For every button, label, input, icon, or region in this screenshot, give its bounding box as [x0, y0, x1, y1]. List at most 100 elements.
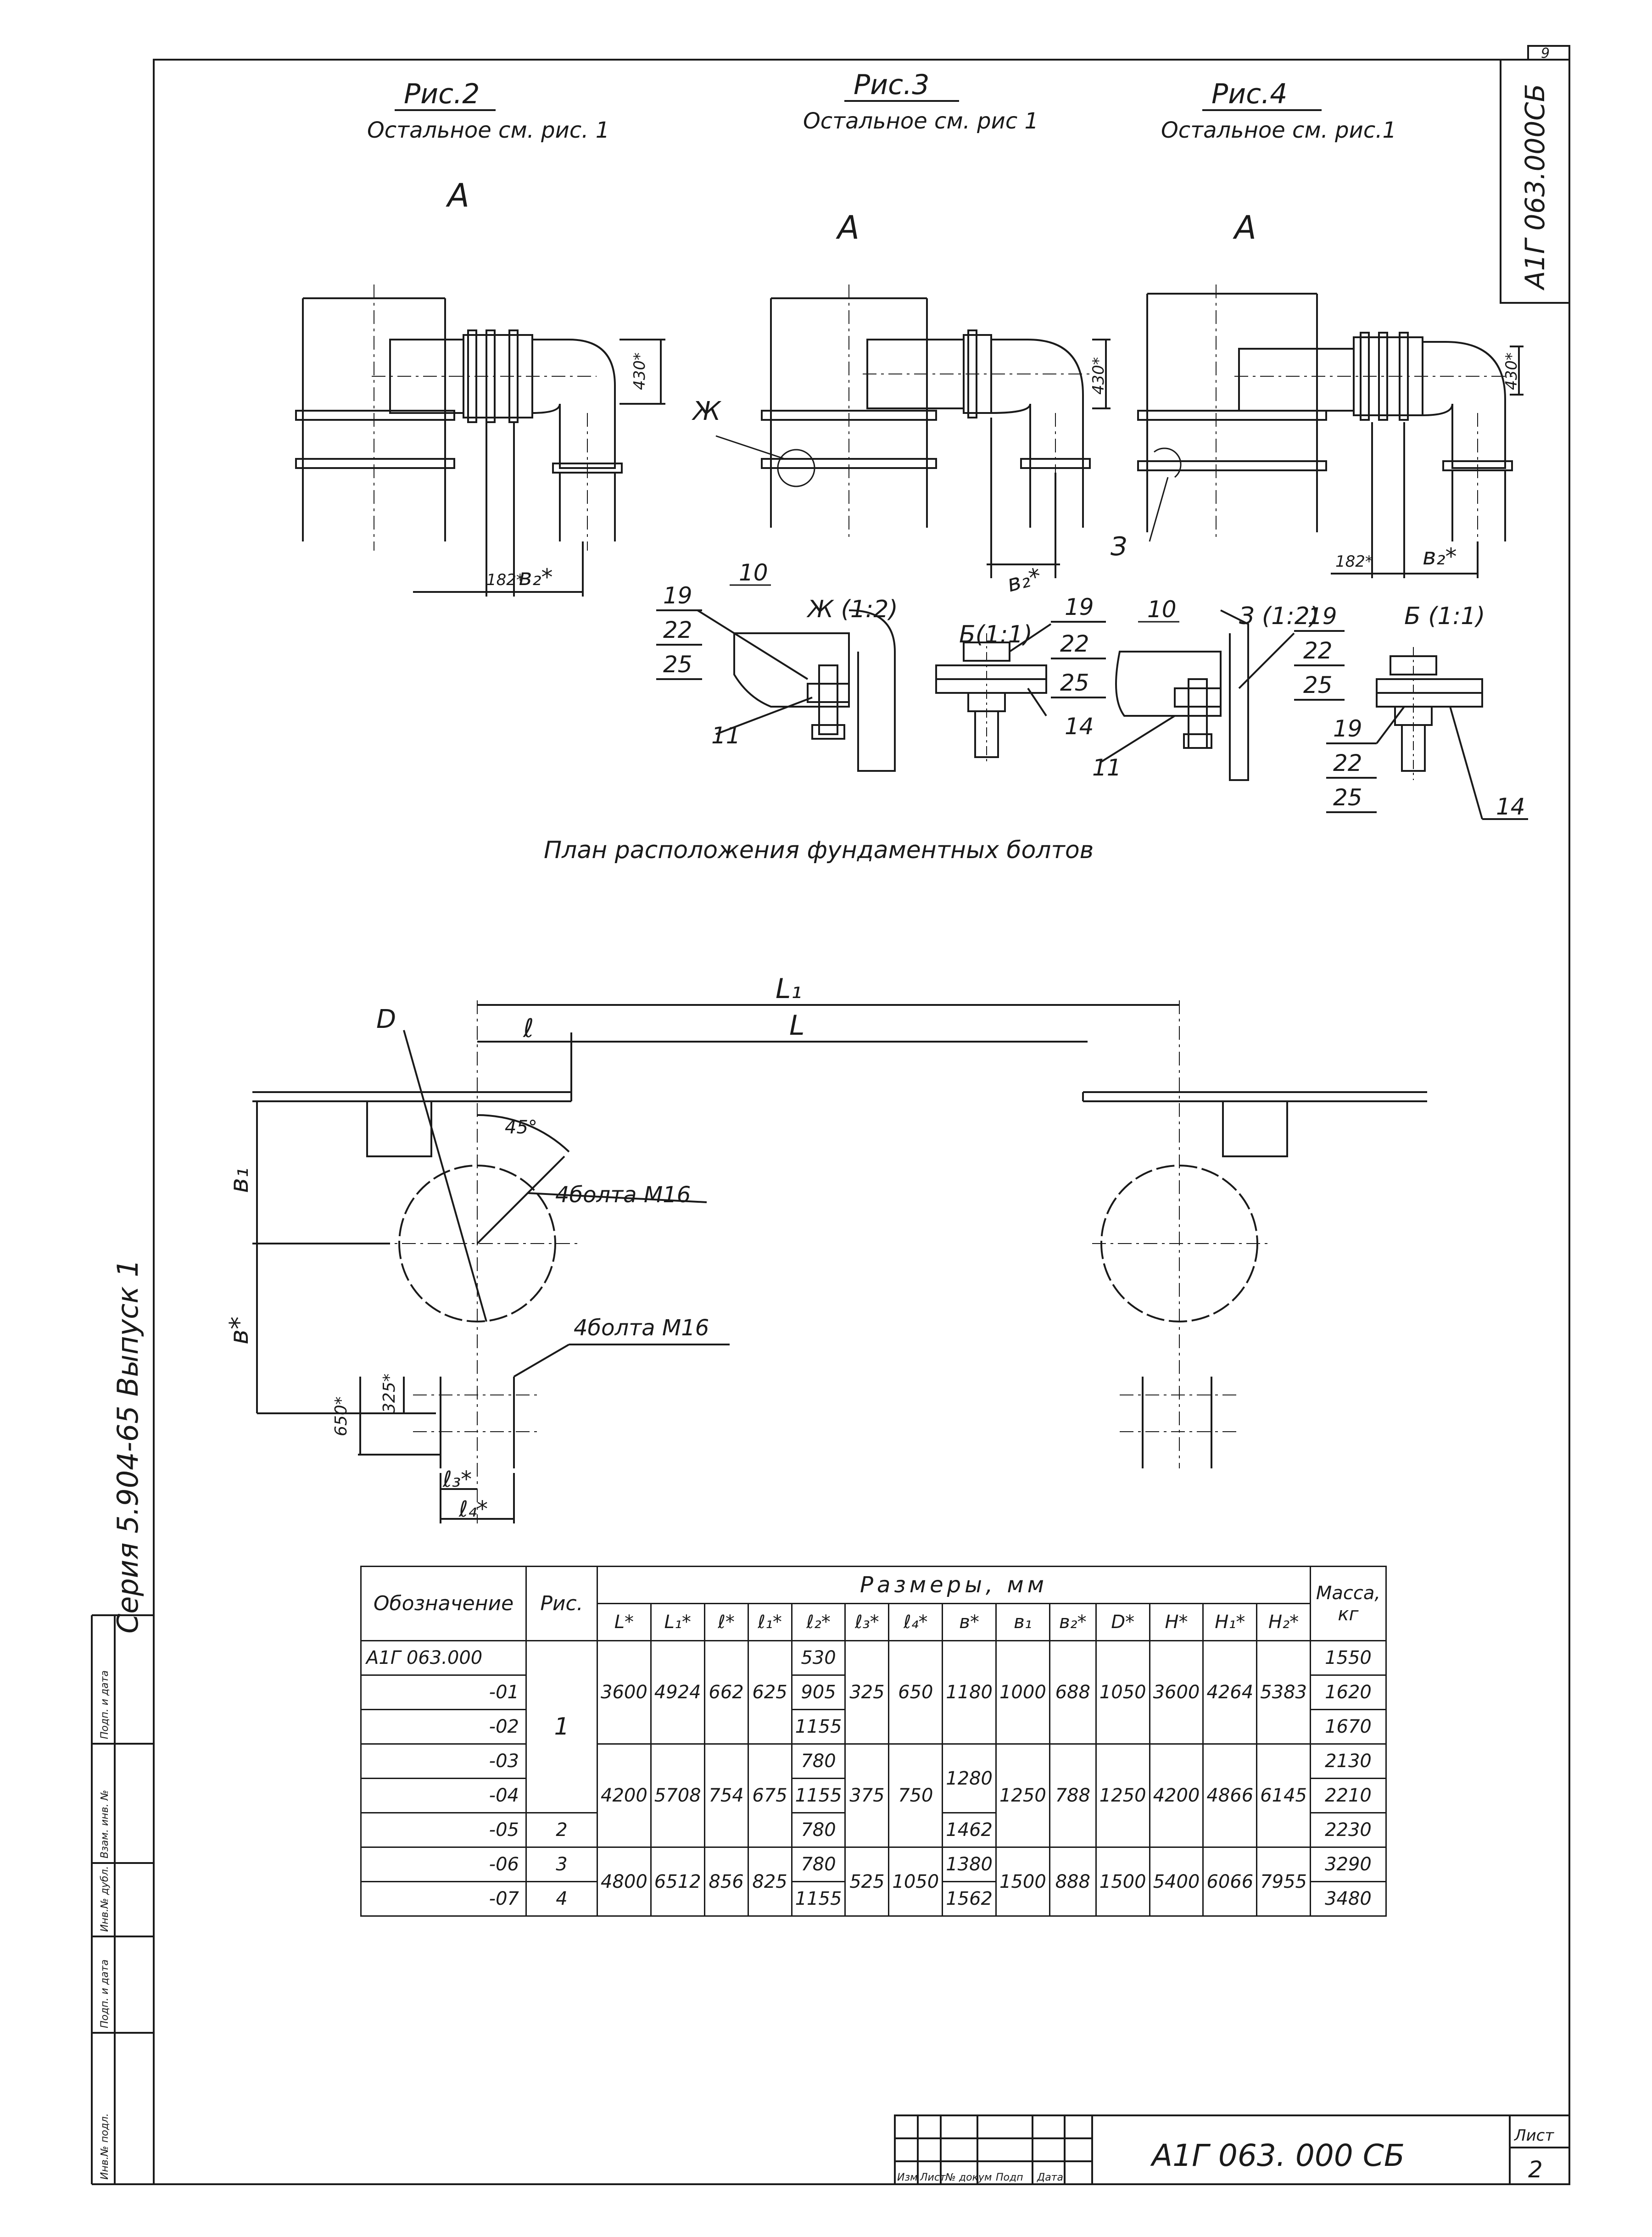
- doc-code-vertical: А1Г 063.000СБ: [1519, 84, 1551, 291]
- detail-z-title: З (1:2): [1239, 602, 1319, 630]
- cell-mass: 1670: [1309, 1709, 1387, 1745]
- plan-l4: ℓ₄*: [458, 1496, 488, 1522]
- cell-l2: 780: [791, 1847, 846, 1882]
- cell-H1: 4264: [1202, 1640, 1258, 1745]
- cell-l3: 325: [844, 1640, 890, 1745]
- table-row: А1Г 063.000 1 3600 4924 662 625 530 325 …: [360, 1640, 1387, 1813]
- plan-L: L: [789, 1010, 804, 1042]
- detail-b2-label-22: 22: [1333, 750, 1362, 776]
- plan-bolts-lower: 4болта М16: [574, 1315, 709, 1341]
- view-fig2-title: Рис.2: [404, 78, 480, 110]
- view-fig2-note: Остальное см. рис. 1: [367, 117, 609, 143]
- cell-mass: 1620: [1309, 1674, 1387, 1710]
- cell-l3: 375: [844, 1743, 890, 1848]
- cell-L: 4800: [597, 1847, 652, 1917]
- detail-z-label-22: 22: [1303, 637, 1333, 664]
- view-fig4-dim-h: 430*: [1502, 352, 1521, 390]
- detail-zh: Ж (1:2) 10 19 22 25 11: [656, 559, 898, 772]
- dims-group-title: Размеры, мм: [597, 1566, 1311, 1604]
- detail-zh-label-22: 22: [663, 617, 692, 643]
- page-number: 9: [1541, 45, 1550, 61]
- cell-H: 5400: [1149, 1847, 1204, 1917]
- row-fig: 4: [525, 1881, 598, 1917]
- side-stamp-2: Взам. инв. №: [99, 1790, 111, 1858]
- side-stamp-1: Подп. и дата: [99, 1670, 111, 1739]
- plan-D: D: [376, 1004, 396, 1034]
- cell-l3: 525: [844, 1847, 890, 1917]
- detail-b2-label-14: 14: [1496, 793, 1525, 820]
- title-block: [894, 2114, 1570, 2185]
- row-fig: 1: [525, 1640, 598, 1813]
- cell-l1: 675: [747, 1743, 793, 1848]
- side-stamp-3: Инв.№ дубл.: [99, 1866, 111, 1932]
- cell-b1: 1000: [995, 1640, 1050, 1745]
- sheet-number: 2: [1528, 2156, 1543, 2183]
- view-fig4-title: Рис.4: [1211, 78, 1287, 110]
- detail-b2-label-19: 19: [1333, 715, 1362, 742]
- detail-b1-label-22: 22: [1060, 630, 1089, 657]
- cell-b1: 1250: [995, 1743, 1050, 1848]
- plan-d650: 650*: [332, 1396, 351, 1436]
- cell-l: 662: [703, 1640, 749, 1745]
- cell-b: 1180: [942, 1640, 997, 1745]
- cell-L: 4200: [597, 1743, 652, 1848]
- table-row: -03 4200 5708 754 675 780 375 750 1280 1…: [360, 1743, 1387, 1848]
- view-fig4: Рис.4 Остальное см. рис.1 А: [1111, 78, 1524, 578]
- col-l1: ℓ₁*: [747, 1603, 793, 1641]
- table-row: -02 1155 1670: [360, 1709, 1387, 1745]
- row-designation: -02: [360, 1709, 527, 1745]
- cell-b2: 888: [1049, 1847, 1097, 1917]
- col-fig: Рис.: [525, 1566, 598, 1641]
- view-fig4-note: Остальное см. рис.1: [1161, 117, 1396, 143]
- cell-mass: 1550: [1309, 1640, 1387, 1676]
- cell-b: 1562: [942, 1881, 997, 1917]
- doc-code-box: [1500, 59, 1570, 304]
- plan-angle: 45°: [505, 1117, 537, 1138]
- col-mass: Масса, кг: [1309, 1566, 1387, 1641]
- view-fig3-note: Остальное см. рис 1: [803, 108, 1038, 134]
- col-H2: H₂*: [1256, 1603, 1311, 1641]
- detail-zh-title: Ж (1:2): [806, 596, 898, 623]
- cell-mass: 2210: [1309, 1778, 1387, 1813]
- detail-z-label-19: 19: [1308, 603, 1337, 630]
- detail-zh-label-19: 19: [663, 582, 692, 609]
- cell-b2: 688: [1049, 1640, 1097, 1745]
- detail-b1-label-25: 25: [1060, 669, 1089, 696]
- view-fig4-dim-b: в₂*: [1423, 543, 1457, 570]
- row-designation: -05: [360, 1812, 527, 1848]
- view-fig2-dim-a: 182*: [486, 571, 524, 589]
- view-fig2-letter: А: [446, 177, 469, 214]
- col-b1: в₁: [995, 1603, 1050, 1641]
- cell-H2: 5383: [1256, 1640, 1311, 1745]
- view-fig2-dim-b: в₂*: [519, 564, 553, 591]
- detail-b1: Б(1:1) 19 22 25 14: [935, 594, 1106, 762]
- cell-mass: 3290: [1309, 1847, 1387, 1882]
- detail-b2-label-25: 25: [1333, 784, 1362, 811]
- row-designation: -03: [360, 1743, 527, 1779]
- col-H: H*: [1149, 1603, 1204, 1641]
- view-fig3: Рис.3 Остальное см. рис 1 А Ж: [692, 69, 1111, 597]
- detail-z-label-25: 25: [1303, 672, 1333, 698]
- view-fig3-dim-b: в₂*: [1004, 563, 1044, 597]
- sheet-frame: [153, 59, 1570, 2185]
- cell-b: 1280: [942, 1743, 997, 1813]
- cell-D: 1050: [1095, 1640, 1150, 1745]
- plan-title: План расположения фундаментных болтов: [544, 837, 1094, 864]
- col-l4: ℓ₄*: [888, 1603, 943, 1641]
- cell-l1: 825: [747, 1847, 793, 1917]
- detail-b2: Б (1:1) 19 22 25 14: [1326, 602, 1528, 820]
- table-row: -07 4 1155 1562 3480: [360, 1881, 1387, 1917]
- row-fig: 3: [525, 1847, 598, 1882]
- cell-H: 3600: [1149, 1640, 1204, 1745]
- detail-z: З (1:2) 10 19 22 25 11: [1092, 596, 1345, 781]
- cell-l2: 905: [791, 1674, 846, 1710]
- row-designation: -01: [360, 1674, 527, 1710]
- cell-l4: 750: [888, 1743, 943, 1848]
- row-fig: 2: [525, 1812, 598, 1848]
- plan-d325: 325*: [380, 1373, 399, 1413]
- cell-l2: 1155: [791, 1709, 846, 1745]
- col-l: ℓ*: [703, 1603, 749, 1641]
- plan-l3: ℓ₃*: [442, 1467, 472, 1492]
- cell-L1: 5708: [650, 1743, 705, 1848]
